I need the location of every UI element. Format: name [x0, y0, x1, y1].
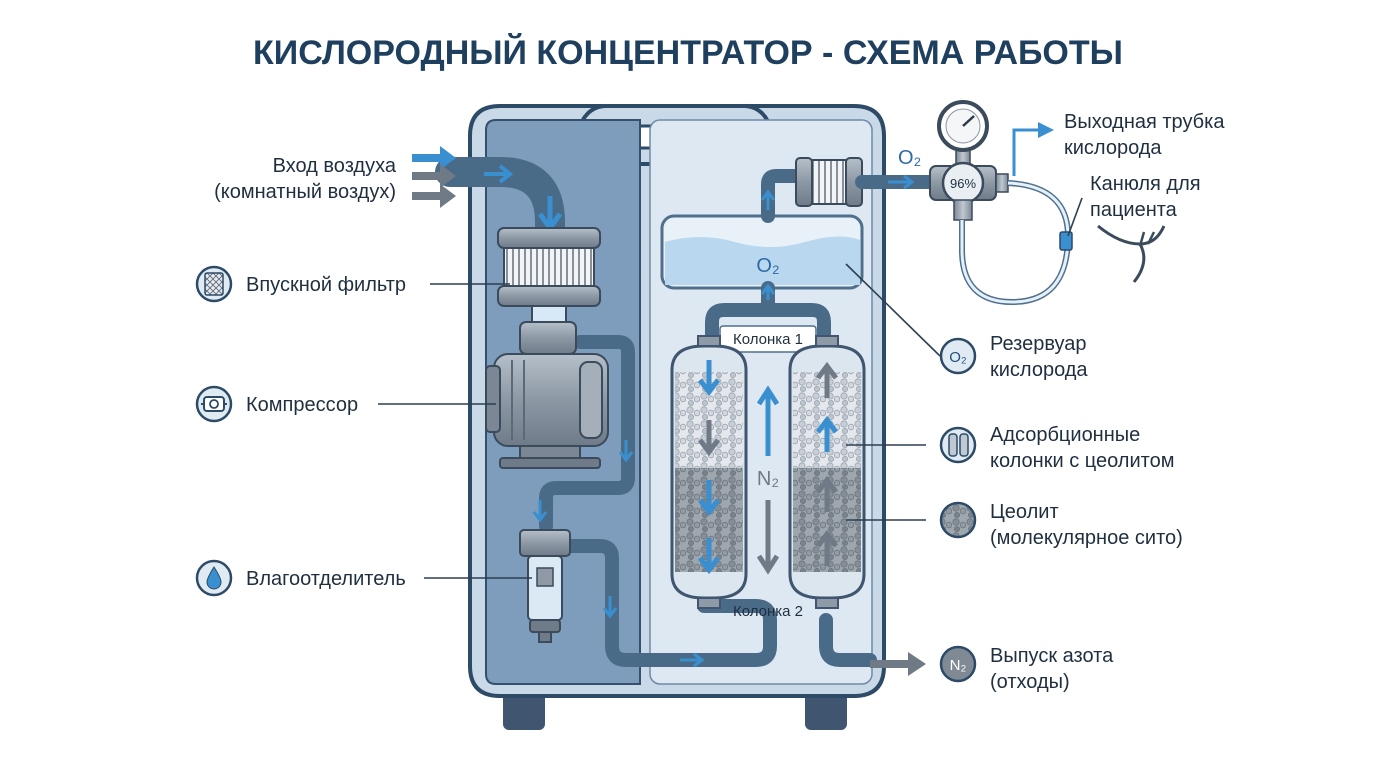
label-cannula: Канюля для: [1090, 173, 1201, 195]
label-zeolite-2: (молекулярное сито): [990, 527, 1183, 549]
label-cannula-2: пациента: [1090, 199, 1178, 221]
nasal-cannula-icon: [1097, 224, 1166, 283]
label-zeolite: Цеолит: [990, 501, 1059, 523]
column-1-label: Колонка 1: [733, 331, 803, 348]
nitrogen-icon: N₂: [939, 645, 977, 683]
page-title: КИСЛОРОДНЫЙ КОНЦЕНТРАТОР - СХЕМА РАБОТЫ: [253, 33, 1123, 72]
air-inlet-arrows: [412, 146, 456, 208]
label-reservoir: Резервуар: [990, 333, 1087, 355]
filter-icon: [195, 265, 233, 303]
oxygen-icon: O₂: [939, 337, 977, 375]
adsorption-column-right: [788, 335, 866, 609]
oxygen-icon-label: O₂: [949, 349, 967, 366]
foot-right: [805, 688, 847, 730]
air-piping: [435, 157, 777, 668]
label-reservoir-2: кислорода: [990, 359, 1088, 381]
outlet-gas-label: O₂: [898, 147, 921, 169]
label-compressor: Компрессор: [246, 394, 358, 416]
label-outlet-tube: Выходная трубка: [1064, 111, 1225, 133]
zeolite-icon: [939, 501, 977, 539]
nitrogen-icon-label: N₂: [950, 657, 967, 674]
oxygen-reservoir: O₂: [660, 214, 864, 290]
adsorption-column-left: [670, 335, 748, 609]
leader-lines: [378, 197, 1083, 579]
columns-icon: [939, 426, 977, 464]
reservoir-gas-label: O₂: [756, 255, 779, 277]
flow-regulator: 96%: [929, 100, 1009, 221]
compressor: [485, 321, 609, 469]
oxygen-tubing: [959, 180, 1073, 306]
label-air-in-note: (комнатный воздух): [214, 181, 396, 203]
label-columns-2: колонки с цеолитом: [990, 450, 1174, 472]
gauge-value: 96%: [950, 176, 976, 191]
column-piping: [705, 169, 877, 667]
label-columns: Адсорбционные: [990, 424, 1140, 446]
outlet-filter: [795, 157, 863, 207]
label-intake-filter: Впускной фильтр: [246, 274, 406, 296]
label-moisture-separator: Влагоотделитель: [246, 568, 406, 590]
moisture-separator: [519, 529, 571, 643]
exchange-gas-label: N₂: [757, 468, 779, 490]
n2-exchange-arrows: [756, 385, 780, 575]
label-nitrogen-2: (отходы): [990, 671, 1070, 693]
label-outlet-tube-2: кислорода: [1064, 137, 1162, 159]
label-nitrogen: Выпуск азота: [990, 645, 1114, 667]
water-drop-icon: [195, 559, 233, 597]
outlet-tube-arrow: [1012, 128, 1040, 176]
compressor-icon: [195, 385, 233, 423]
foot-left: [503, 688, 545, 730]
nitrogen-exhaust-arrow: [870, 652, 926, 676]
column-2-label: Колонка 2: [733, 603, 803, 620]
label-air-in: Вход воздуха: [273, 155, 397, 177]
